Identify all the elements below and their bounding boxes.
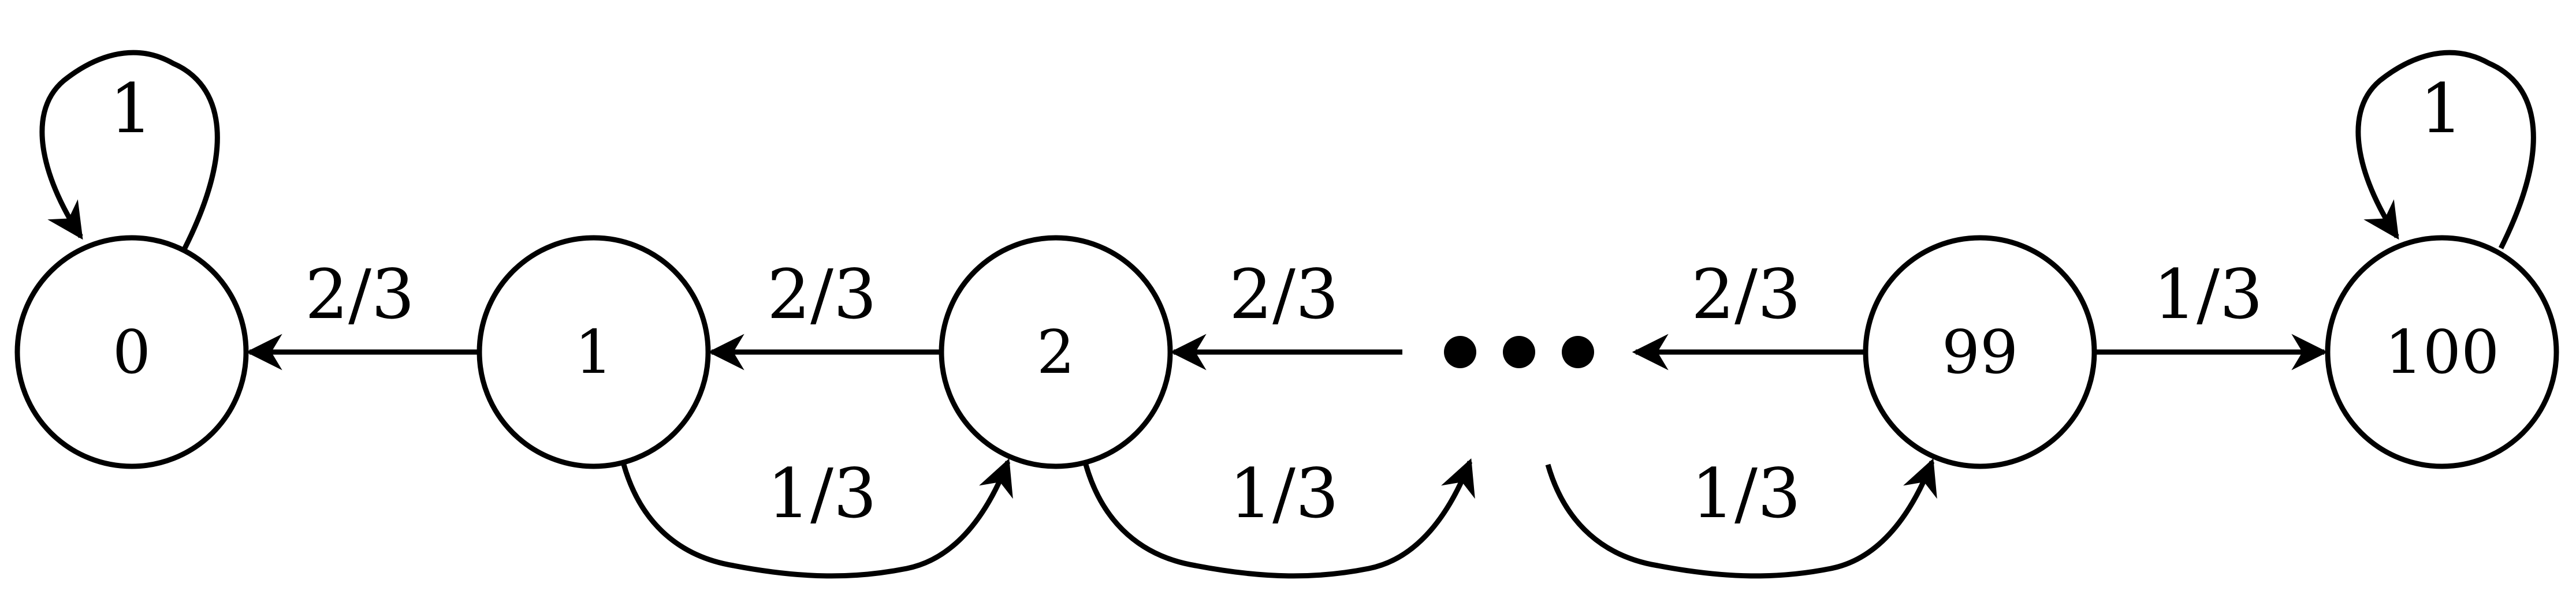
state-label-s100: 100 [2385, 317, 2500, 387]
ellipsis-dot [1444, 336, 1476, 368]
state-node-s2: 2 [939, 235, 1173, 469]
state-node-s100: 100 [2325, 235, 2559, 469]
edge-label-dots-to-s2: 2/3 [1229, 255, 1339, 334]
edge-label-s1-to-s0: 2/3 [305, 255, 415, 334]
state-label-s2: 2 [1037, 317, 1075, 387]
loop-edge-s100 [2355, 50, 2536, 250]
edge-s1-to-s2 [621, 458, 1013, 579]
edge-label-s2-to-s1: 2/3 [767, 255, 877, 334]
state-label-s0: 0 [113, 317, 151, 387]
edge-label-dots-to-s99: 1/3 [1691, 454, 1801, 533]
loop-label-s0: 1 [109, 69, 152, 148]
edge-label-s2-to-dots: 1/3 [1229, 454, 1339, 533]
state-node-s99: 99 [1863, 235, 2097, 469]
ellipsis-dot [1562, 336, 1594, 368]
state-label-s1: 1 [575, 317, 613, 387]
loop-label-s100: 1 [2419, 69, 2463, 148]
edge-label-s99-to-dots: 2/3 [1691, 255, 1801, 334]
edge-s2-to-dots [1083, 458, 1475, 579]
ellipsis-dots [1444, 336, 1594, 368]
state-node-s1: 1 [477, 235, 711, 469]
state-node-s0: 0 [14, 235, 249, 469]
edge-label-s1-to-s2: 1/3 [767, 454, 877, 533]
loop-edge-s0 [39, 50, 220, 250]
edge-dots-to-s99 [1545, 458, 1937, 579]
state-label-s99: 99 [1942, 317, 2018, 387]
ellipsis-dot [1503, 336, 1535, 368]
edge-label-s99-to-s100: 1/3 [2153, 255, 2263, 334]
